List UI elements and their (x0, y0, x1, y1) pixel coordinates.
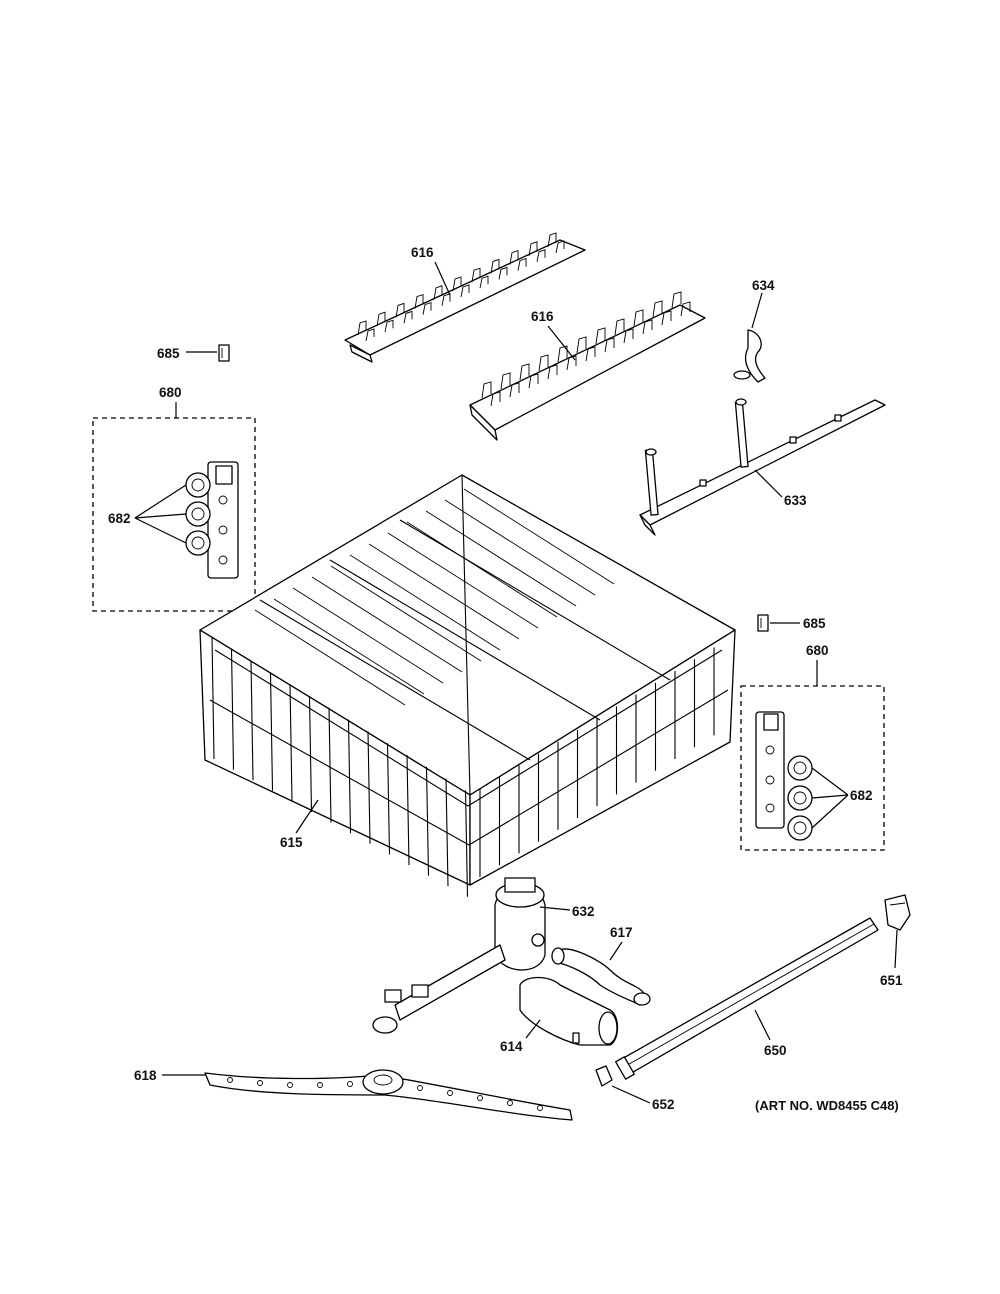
label-682-right: 682 (850, 788, 873, 803)
duct-614 (519, 976, 619, 1046)
clip-685-top (218, 344, 230, 362)
group-box-680-right (740, 685, 885, 851)
wheel-holder-680-right (755, 711, 813, 841)
label-680-left: 680 (159, 385, 182, 400)
tine-row-lower-616 (469, 291, 706, 441)
clip-634 (733, 329, 766, 383)
upper-rack-615 (199, 474, 736, 897)
manifold-632 (372, 877, 546, 1034)
label-615: 615 (280, 835, 303, 850)
label-685-right: 685 (803, 616, 826, 631)
group-box-680-left (92, 417, 256, 612)
clip-685-right (757, 614, 769, 632)
wheel-holder-680-left (185, 461, 239, 579)
label-651: 651 (880, 973, 903, 988)
label-652: 652 (652, 1097, 675, 1112)
label-616-lower: 616 (531, 309, 554, 324)
label-614: 614 (500, 1039, 523, 1054)
label-680-right: 680 (806, 643, 829, 658)
leader-lines (134, 261, 898, 1104)
spray-bar-633 (639, 398, 886, 536)
label-617: 617 (610, 925, 633, 940)
label-682-left: 682 (108, 511, 131, 526)
tine-row-upper-616 (344, 232, 586, 363)
label-616-upper: 616 (411, 245, 434, 260)
label-650: 650 (764, 1043, 787, 1058)
tube-617 (551, 947, 651, 1006)
art-number: (ART NO. WD8455 C48) (755, 1098, 899, 1113)
rail-650 (615, 917, 879, 1080)
label-634: 634 (752, 278, 775, 293)
spray-arm-618 (204, 1069, 573, 1121)
label-632: 632 (572, 904, 595, 919)
label-618: 618 (134, 1068, 157, 1083)
label-685-left: 685 (157, 346, 180, 361)
label-633: 633 (784, 493, 807, 508)
end-stop-651 (884, 894, 911, 931)
rail-clip-652 (595, 1065, 613, 1087)
